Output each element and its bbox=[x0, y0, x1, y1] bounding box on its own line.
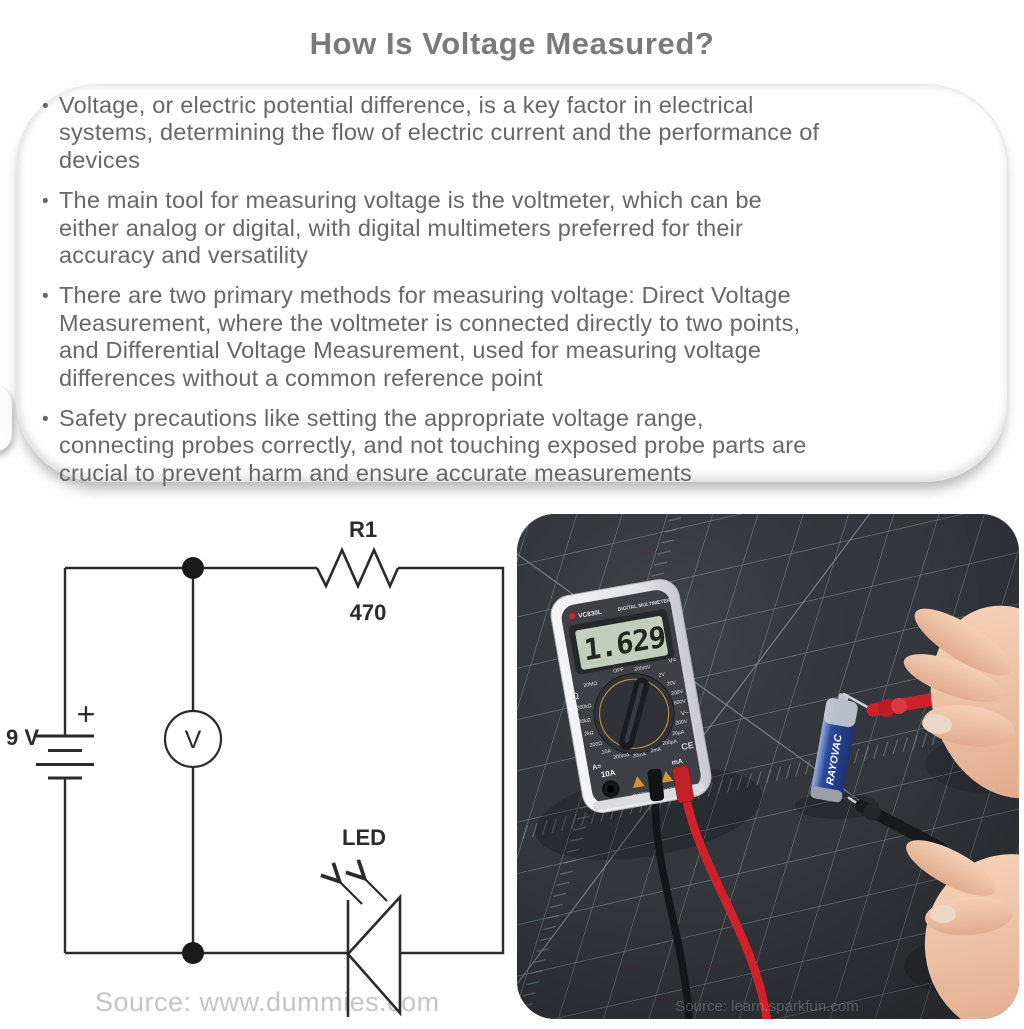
dial-label: 200µA bbox=[662, 739, 678, 748]
circuit-wires bbox=[63, 566, 505, 955]
meter-model-label: VC830L bbox=[578, 609, 603, 620]
bullet-text: Voltage, or electric potential differenc… bbox=[59, 92, 820, 173]
test-lead-red bbox=[679, 781, 772, 1019]
hand-upper bbox=[903, 605, 1019, 799]
dial-knob bbox=[618, 677, 650, 750]
junction-dot-bottom bbox=[182, 942, 204, 964]
bullet-item: Safety precautions like setting the appr… bbox=[40, 405, 990, 487]
test-lead-black bbox=[651, 782, 693, 1019]
red-plug bbox=[672, 765, 694, 804]
dial-label: 2kΩ bbox=[584, 730, 594, 738]
warning-triangle-icon bbox=[633, 776, 645, 789]
ma-port-label: mA bbox=[671, 758, 683, 767]
multimeter-display: 1.629 bbox=[568, 609, 675, 675]
info-box-backsheet bbox=[0, 386, 12, 452]
dial-label: 20MΩ bbox=[583, 681, 598, 689]
voltmeter-symbol bbox=[163, 709, 223, 769]
multimeter: VC830L DIGITAL MULTIMETER 1.629 OFF 200m… bbox=[550, 579, 712, 813]
bullet-item: There are two primary methods for measur… bbox=[40, 282, 990, 392]
ohm-symbol-label: Ω bbox=[571, 691, 581, 703]
page-title: How Is Voltage Measured? bbox=[309, 26, 715, 61]
jack-10a-label: 10A bbox=[600, 768, 616, 779]
dial-label: V~ bbox=[680, 709, 689, 717]
led-arrows bbox=[338, 877, 388, 905]
bullet-item: The main tool for measuring voltage is t… bbox=[40, 187, 990, 269]
resistor-value-label: 470 bbox=[350, 600, 387, 625]
dial-label: 200V bbox=[675, 719, 689, 727]
voltmeter-label: V bbox=[185, 726, 202, 754]
dial-label: V= bbox=[668, 657, 677, 665]
dial-label: 200mA bbox=[613, 752, 631, 761]
circuit-diagram: Source: www.dummies.com R1 470 9 V + V L… bbox=[0, 505, 512, 1024]
photo-watermark: Source: learn.sparkfun.com bbox=[675, 998, 858, 1015]
brand-logo-icon bbox=[569, 612, 576, 620]
hand-lower bbox=[906, 840, 1019, 1019]
fused-label: FUSED bbox=[662, 785, 679, 793]
dial-label: 2V bbox=[658, 672, 666, 679]
bullet-list: Voltage, or electric potential differenc… bbox=[40, 92, 990, 500]
black-probe bbox=[855, 800, 947, 854]
fused-label: FUSED bbox=[632, 790, 649, 798]
photo-battery: RAYOVAC bbox=[810, 693, 858, 803]
dial-label: 200mV bbox=[634, 664, 652, 673]
dial-label: 600V bbox=[673, 699, 687, 707]
dial-label: 20mA bbox=[632, 751, 647, 759]
bullet-text: Safety precautions like setting the appr… bbox=[59, 405, 807, 486]
dial-label: 2mA bbox=[650, 747, 662, 755]
thumbnail bbox=[930, 905, 956, 923]
black-plug bbox=[647, 768, 665, 802]
led-label: LED bbox=[342, 825, 386, 850]
dial-label: 200Ω bbox=[589, 741, 603, 749]
dial-label: 20kΩ bbox=[578, 717, 591, 725]
dial-label: 20µA bbox=[672, 729, 686, 737]
bullet-text: The main tool for measuring voltage is t… bbox=[59, 187, 762, 269]
bullet-item: Voltage, or electric potential differenc… bbox=[40, 92, 990, 174]
led-symbol bbox=[346, 893, 402, 1017]
bullet-text: There are two primary methods for measur… bbox=[59, 282, 801, 391]
amp-dc-label: A= bbox=[592, 763, 602, 771]
resistor-name-label: R1 bbox=[349, 517, 377, 542]
warning-triangle-icon bbox=[661, 771, 674, 784]
dial-label: OFF bbox=[613, 667, 624, 675]
dial-label: 20V bbox=[666, 680, 677, 688]
dial-label: 200kΩ bbox=[576, 703, 592, 712]
photo-panel: VC830L DIGITAL MULTIMETER 1.629 OFF 200m… bbox=[517, 514, 1019, 1019]
battery-voltage-label: 9 V bbox=[6, 725, 39, 750]
dial-label: 200V bbox=[671, 689, 685, 697]
dial-label: 10A bbox=[601, 748, 612, 756]
thumbnail bbox=[922, 713, 952, 735]
battery-symbol bbox=[36, 734, 94, 780]
junction-dot-top bbox=[182, 557, 204, 579]
resistor-symbol bbox=[315, 546, 400, 590]
battery-plus-label: + bbox=[77, 696, 96, 732]
ce-mark-label: CE bbox=[681, 740, 695, 752]
